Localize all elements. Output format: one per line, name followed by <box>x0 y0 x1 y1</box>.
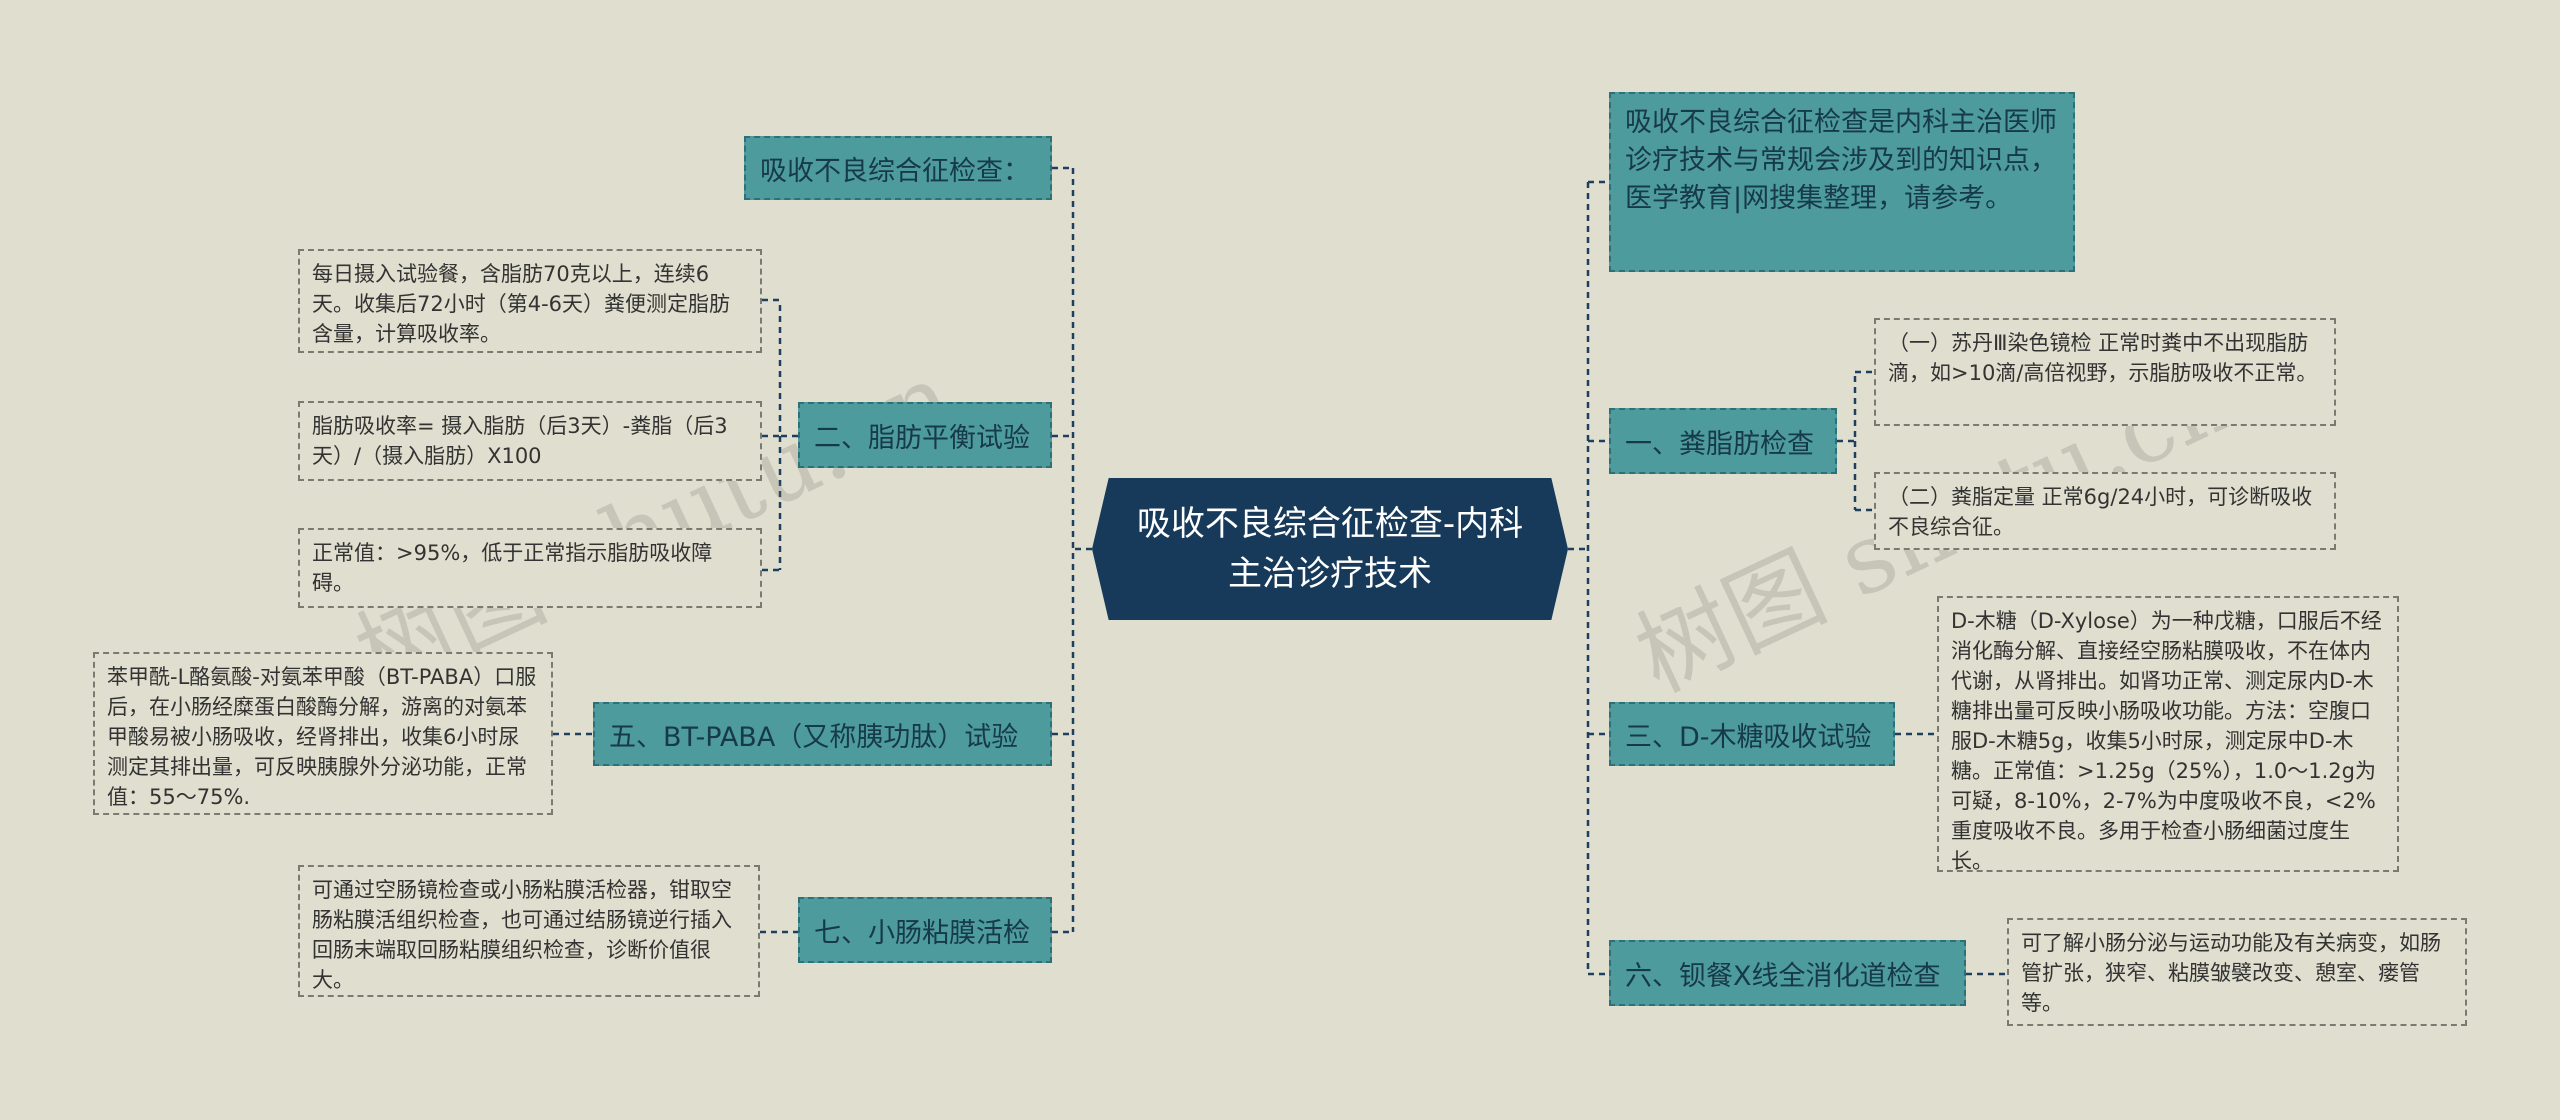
branch-stool-fat-test[interactable]: 一、粪脂肪检查 <box>1609 408 1837 474</box>
leaf-sudan-stain: （一）苏丹Ⅲ染色镜检 正常时粪中不出现脂肪滴，如>10滴/高倍视野，示脂肪吸收不… <box>1874 318 2336 426</box>
leaf-biopsy-description: 可通过空肠镜检查或小肠粘膜活检器，钳取空肠粘膜活组织检查，也可通过结肠镜逆行插入… <box>298 865 760 997</box>
connector-b2-leaves <box>762 298 798 572</box>
leaf-fat-normal-value: 正常值：>95%，低于正常指示脂肪吸收障碍。 <box>298 528 762 608</box>
leaf-fecal-fat-quantitative: （二）粪脂定量 正常6g/24小时，可诊断吸收不良综合征。 <box>1874 472 2336 550</box>
leaf-fat-absorption-formula: 脂肪吸收率= 摄入脂肪（后3天）-粪脂（后3天）/（摄入脂肪）X100 <box>298 401 762 481</box>
branch-barium-xray[interactable]: 六、钡餐X线全消化道检查 <box>1609 940 1966 1006</box>
leaf-fat-balance-procedure: 每日摄入试验餐，含脂肪70克以上，连续6天。收集后72小时（第4-6天）粪便测定… <box>298 249 762 353</box>
leaf-d-xylose-description: D-木糖（D-Xylose）为一种戊糖，口服后不经消化酶分解、直接经空肠粘膜吸收… <box>1937 596 2399 873</box>
leaf-bt-paba-description: 苯甲酰-L酪氨酸-对氨苯甲酸（BT-PABA）口服后，在小肠经糜蛋白酸酶分解，游… <box>93 652 553 815</box>
branch-bt-paba-test[interactable]: 五、BT-PABA（又称胰功肽）试验 <box>593 702 1052 766</box>
branch-intestinal-biopsy[interactable]: 七、小肠粘膜活检 <box>798 897 1052 963</box>
connector-b1-leaves <box>1837 370 1874 512</box>
leaf-barium-description: 可了解小肠分泌与运动功能及有关病变，如肠管扩张，狭窄、粘膜皱襞改变、憩室、瘘管等… <box>2007 918 2467 1026</box>
central-topic[interactable]: 吸收不良综合征检查-内科主治诊疗技术 <box>1092 478 1568 620</box>
branch-intro-left[interactable]: 吸收不良综合征检查： <box>744 136 1052 200</box>
branch-d-xylose-test[interactable]: 三、D-木糖吸收试验 <box>1609 702 1895 766</box>
intro-description[interactable]: 吸收不良综合征检查是内科主治医师诊疗技术与常规会涉及到的知识点，医学教育|网搜集… <box>1609 92 2075 272</box>
branch-fat-balance-test[interactable]: 二、脂肪平衡试验 <box>798 402 1052 468</box>
